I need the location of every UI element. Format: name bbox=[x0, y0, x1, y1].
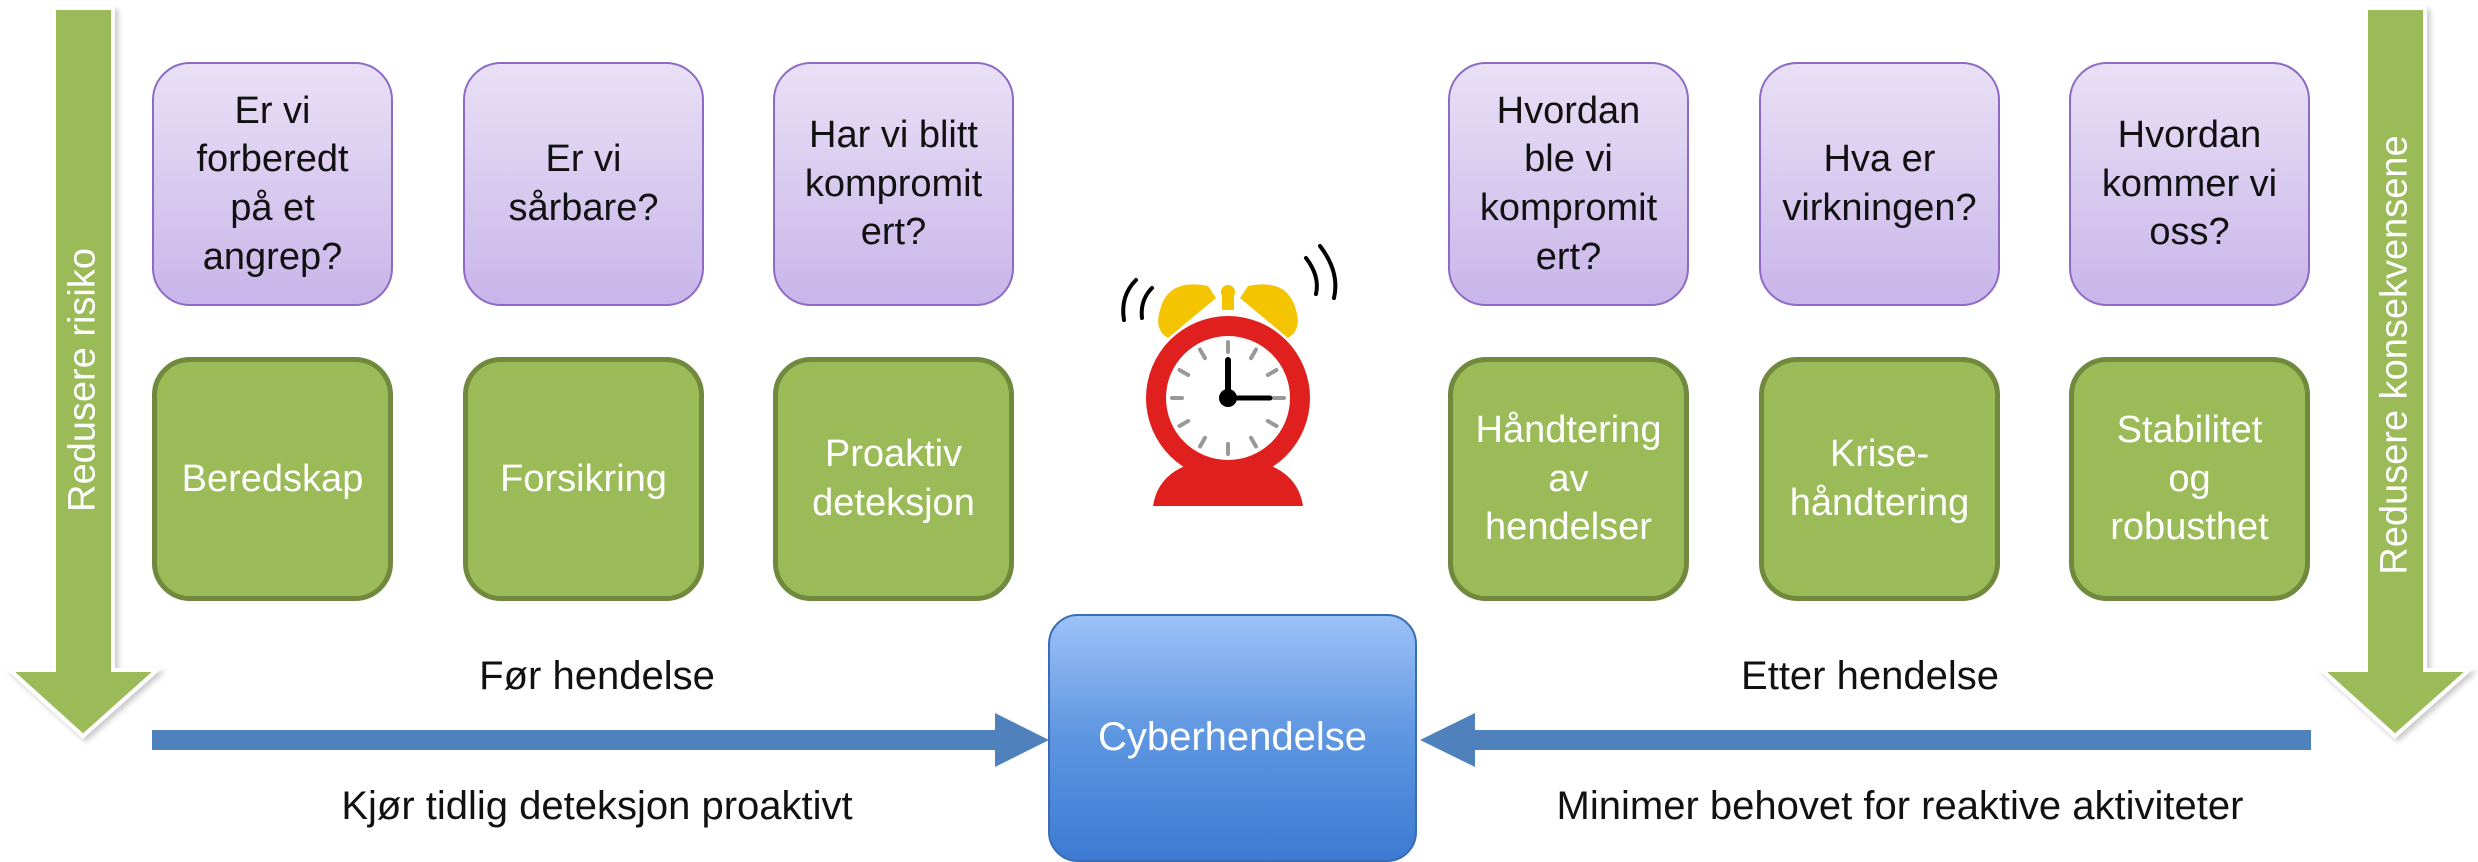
activity-insurance: Forsikring bbox=[463, 357, 704, 601]
question-vulnerable: Er vi sårbare? bbox=[463, 62, 704, 306]
activity-proactive-detection: Proaktiv deteksjon bbox=[773, 357, 1014, 601]
question-recovery: Hvordan kommer vi oss? bbox=[2069, 62, 2310, 306]
reduce-consequences-label: Redusere konsekvensene bbox=[2373, 135, 2416, 575]
activity-stability: Stabilitet og robusthet bbox=[2069, 357, 2310, 601]
after-bottom-text: Minimer behovet for reaktive aktiviteter bbox=[1556, 784, 2244, 828]
cyber-incident-box: Cyberhendelse bbox=[1048, 614, 1417, 862]
after-arrow bbox=[1420, 713, 2311, 767]
before-arrow bbox=[152, 713, 1049, 767]
question-impact: Hva er virkningen? bbox=[1759, 62, 2000, 306]
question-how-compromised: Hvordan ble vi kompromit ert? bbox=[1448, 62, 1689, 306]
alarm-clock-icon bbox=[1121, 244, 1338, 506]
before-caption: Før hendelse bbox=[479, 654, 715, 698]
question-compromised: Har vi blitt kompromit ert? bbox=[773, 62, 1014, 306]
right-down-arrow bbox=[2316, 6, 2475, 739]
left-down-arrow bbox=[4, 6, 163, 739]
activity-crisis-management: Krise- håndtering bbox=[1759, 357, 2000, 601]
activity-incident-handling: Håndtering av hendelser bbox=[1448, 357, 1689, 601]
after-caption: Etter hendelse bbox=[1741, 654, 1999, 698]
question-prepared: Er vi forberedt på et angrep? bbox=[152, 62, 393, 306]
reduce-risk-label: Redusere risiko bbox=[61, 248, 104, 512]
activity-preparedness: Beredskap bbox=[152, 357, 393, 601]
before-bottom-text: Kjør tidlig deteksjon proaktivt bbox=[341, 784, 853, 828]
